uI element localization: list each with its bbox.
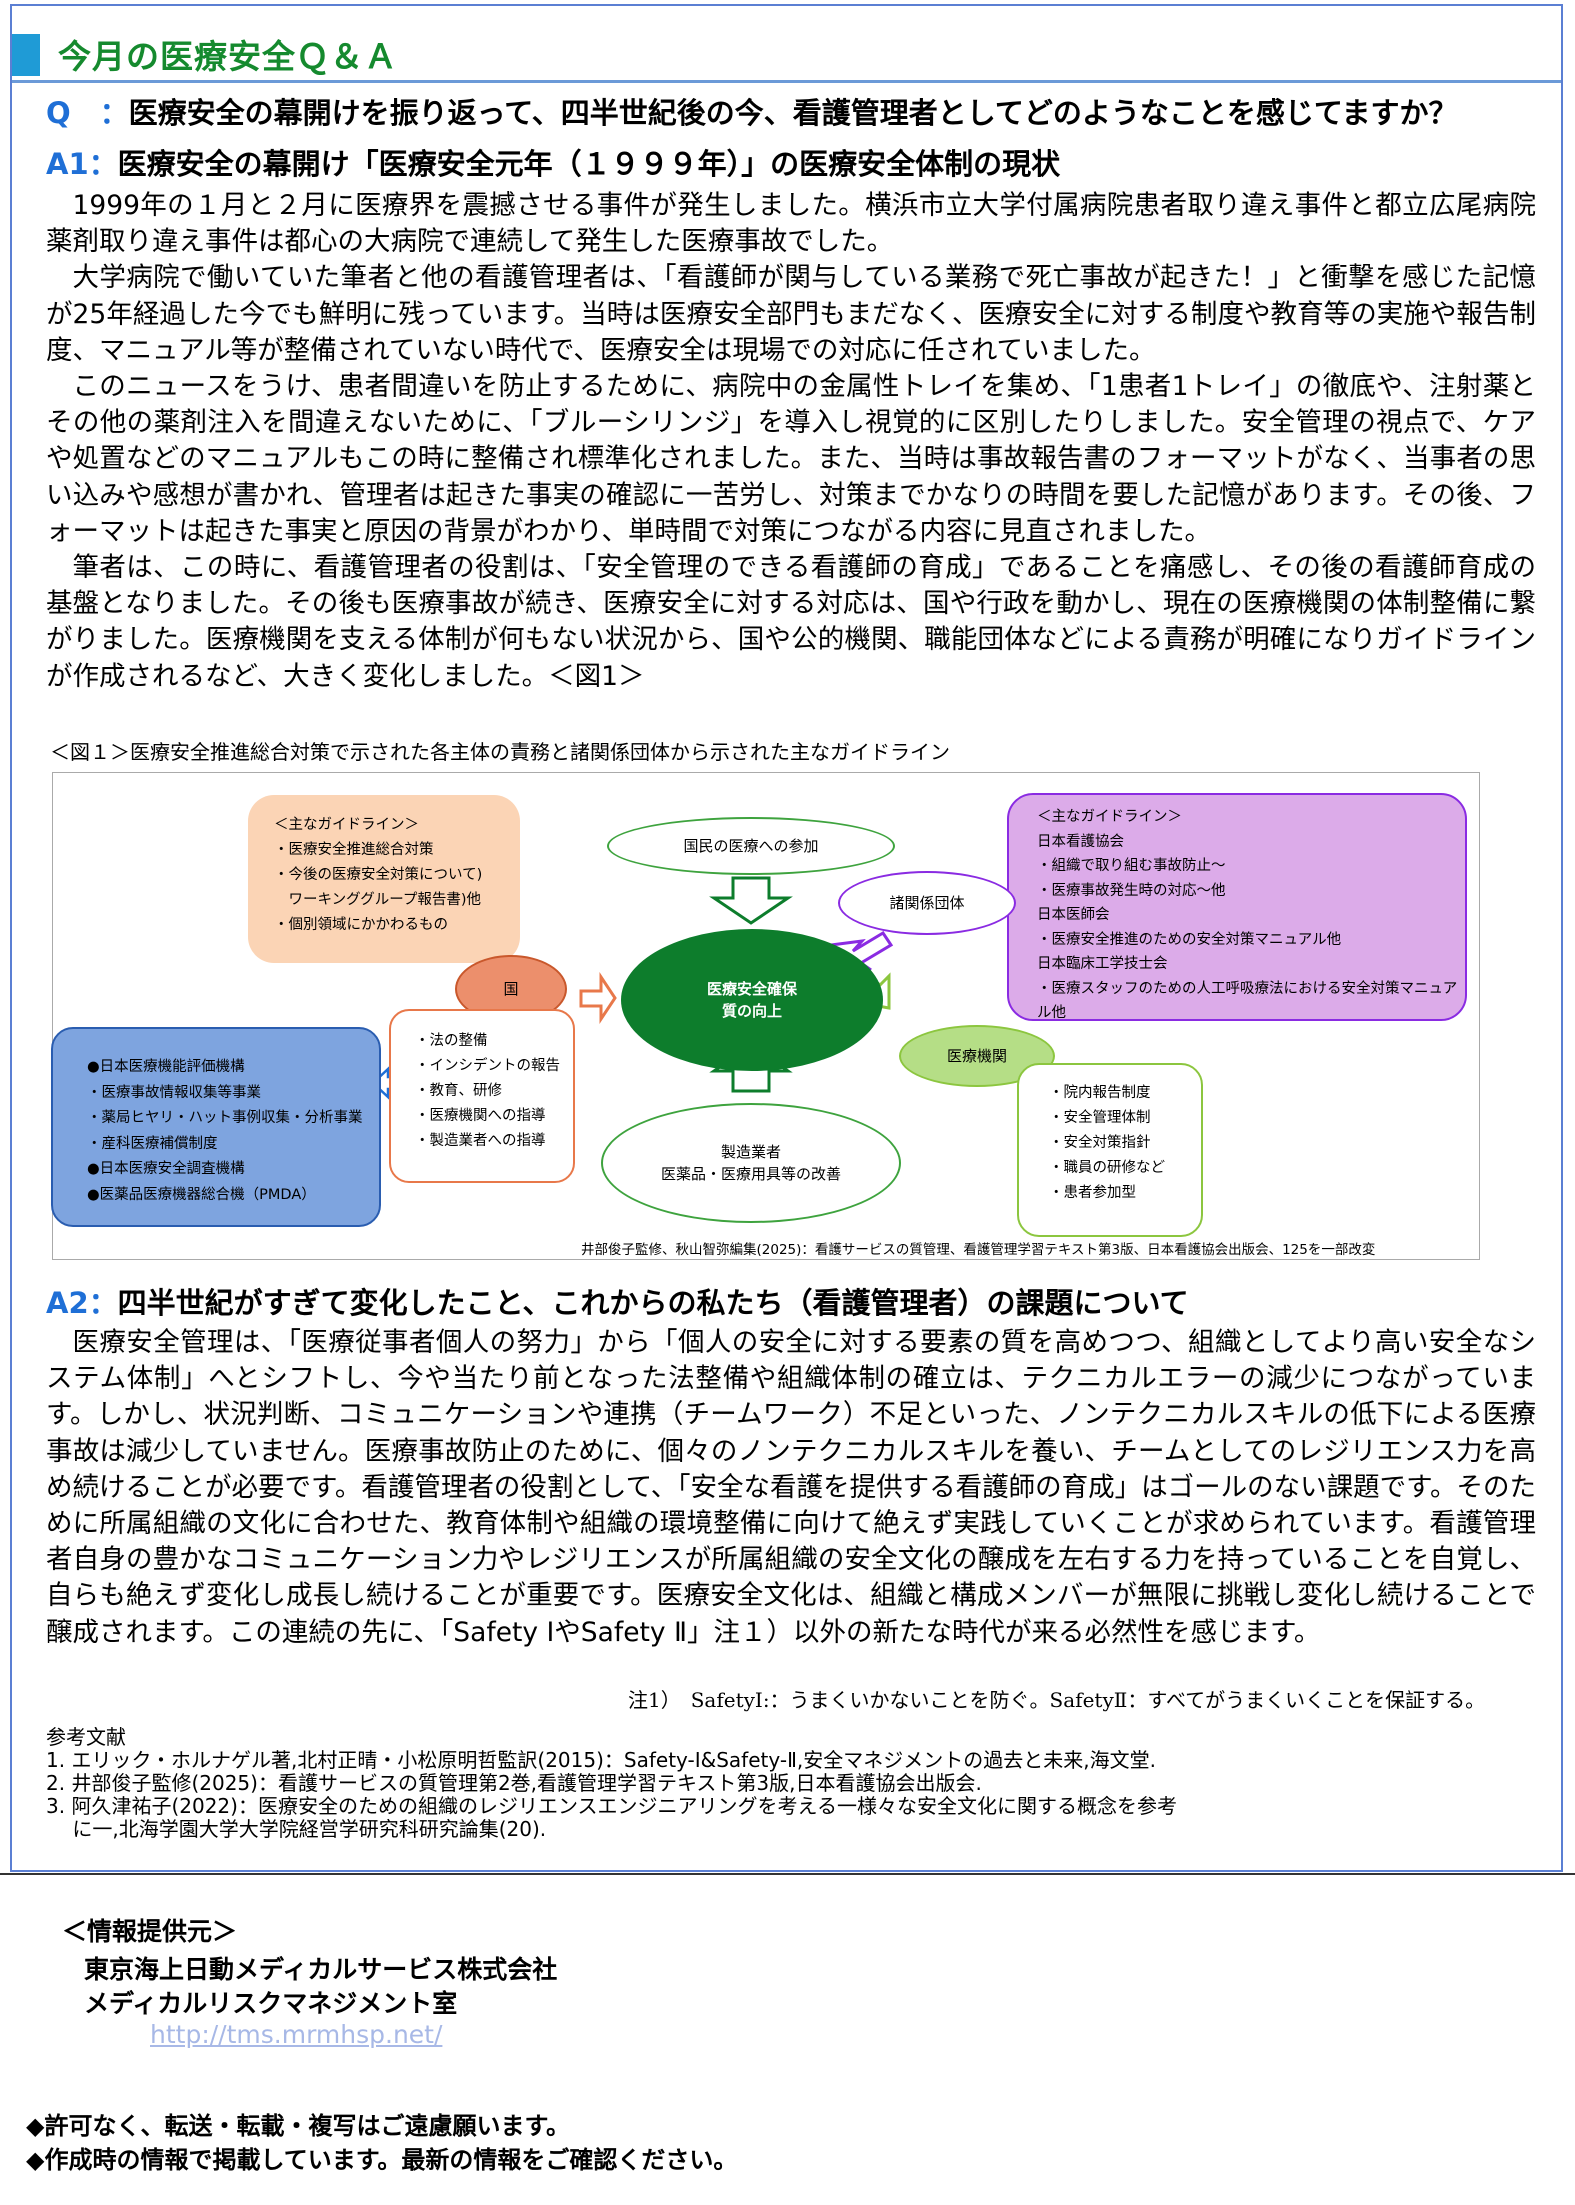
guideline-right-line: 日本臨床工学技士会 bbox=[1037, 956, 1168, 972]
citizen-participation-oval: 国民の医療への参加 bbox=[607, 817, 895, 875]
answer2-heading-line: A2：四半世紀がすぎて変化したこと、これからの私たち（看護管理者）の課題について bbox=[46, 1280, 1189, 1322]
answer1-paragraph: このニュースをうけ、患者間違いを防止するために、病院中の金属性トレイを集め、「1… bbox=[46, 371, 1536, 547]
guideline-right-line: ・組織で取り組む事故防止～ bbox=[1037, 858, 1226, 874]
medical-institutions-oval: 医療機関 bbox=[899, 1025, 1055, 1087]
answer2-body: 医療安全管理は、「医療従事者個人の努力」から「個人の安全に対する要素の質を高めつ… bbox=[46, 1325, 1536, 1651]
guideline-box-government: ＜主なガイドライン＞ ・医療安全推進総合対策 ・今後の医療安全対策について) ワ… bbox=[248, 795, 520, 963]
provider-company: 東京海上日動メディカルサービス株式会社 bbox=[84, 1955, 558, 1984]
guideline-right-line: ・医療事故発生時の対応～他 bbox=[1037, 882, 1226, 899]
country-duties-box: ・法の整備 ・インシデントの報告 ・教育、研修 ・医療機関への指導 ・製造業者へ… bbox=[389, 1009, 575, 1183]
manufacturer-line: 医薬品・医療用具等の改善 bbox=[660, 1165, 841, 1183]
notice-info-date: ◆作成時の情報で掲載しています。最新の情報をご確認ください。 bbox=[26, 2146, 738, 2174]
references: 参考文献 1. エリック・ホルナゲル著,北村正晴・小松原明哲監訳(2015)：S… bbox=[46, 1726, 1177, 1841]
country-duty-item: ・医療機関への指導 bbox=[415, 1108, 546, 1124]
agency-item: ・薬局ヒヤリ・ハット事例収集・分析事業 bbox=[87, 1110, 363, 1126]
center-line: 医療安全確保 bbox=[706, 980, 797, 998]
answer2-paragraph: 医療安全管理は、「医療従事者個人の努力」から「個人の安全に対する要素の質を高めつ… bbox=[46, 1327, 1536, 1648]
country-duty-item: ・製造業者への指導 bbox=[415, 1133, 546, 1149]
institution-duties-box: ・院内報告制度 ・安全管理体制 ・安全対策指針 ・職員の研修など ・患者参加型 bbox=[1017, 1063, 1203, 1237]
agency-item: ・産科医療補償制度 bbox=[87, 1135, 218, 1152]
guideline-right-line: 日本看護協会 bbox=[1037, 833, 1124, 850]
provider-department: メディカルリスクマネジメント室 bbox=[84, 1989, 458, 2018]
answer1-label: A1： bbox=[46, 147, 118, 181]
figure-1: ＜主なガイドライン＞ ・医療安全推進総合対策 ・今後の医療安全対策について) ワ… bbox=[51, 772, 1480, 1260]
agencies-box: ●日本医療機能評価機構 ・医療事故情報収集等事業 ・薬局ヒヤリ・ハット事例収集・… bbox=[51, 1027, 381, 1227]
answer1-body: 1999年の１月と２月に医療界を震撼させる事件が発生しました。横浜市立大学付属病… bbox=[46, 188, 1536, 695]
agency-item: ●日本医療安全調査機構 bbox=[87, 1161, 245, 1177]
reference-item: 2. 井部俊子監修(2025)：看護サービスの質管理第2巻,看護管理学習テキスト… bbox=[46, 1771, 982, 1795]
guideline-right-line: ＜主なガイドライン＞ bbox=[1037, 809, 1182, 825]
center-line: 質の向上 bbox=[721, 1002, 782, 1020]
guideline-right-line: ・医療安全推進のための安全対策マニュアル他 bbox=[1037, 931, 1342, 948]
answer2-heading: 四半世紀がすぎて変化したこと、これからの私たち（看護管理者）の課題について bbox=[117, 1286, 1189, 1320]
reference-item: に一,北海学園大学大学院経営学研究科研究論集(20). bbox=[46, 1817, 547, 1841]
answer2-label: A2： bbox=[46, 1286, 118, 1320]
institution-duty-item: ・安全対策指針 bbox=[1049, 1135, 1151, 1151]
institution-duty-item: ・院内報告制度 bbox=[1049, 1085, 1151, 1101]
arrow-right-icon bbox=[579, 972, 617, 1024]
agency-item: ●医薬品医療機器総合機（PMDA） bbox=[87, 1186, 316, 1203]
answer1-paragraph: 大学病院で働いていた筆者と他の看護管理者は、「看護師が関与している業務で死亡事故… bbox=[46, 262, 1536, 366]
guideline-left-line: ＜主なガイドライン＞ bbox=[274, 817, 419, 833]
footer-divider bbox=[0, 1873, 1575, 1875]
institution-duty-item: ・安全管理体制 bbox=[1049, 1110, 1151, 1126]
guideline-box-organizations: ＜主なガイドライン＞ 日本看護協会 ・組織で取り組む事故防止～ ・医療事故発生時… bbox=[1007, 793, 1467, 1021]
reference-item: 3. 阿久津祐子(2022)：医療安全のための組織のレジリエンスエンジニアリング… bbox=[46, 1794, 1177, 1818]
guideline-left-line: ・個別領域にかかわるもの bbox=[274, 917, 448, 933]
notice-no-reproduction: ◆許可なく、転送・転載・複写はご遠慮願います。 bbox=[26, 2112, 571, 2140]
question-label: Q ： bbox=[46, 96, 129, 130]
country-duty-item: ・インシデントの報告 bbox=[415, 1058, 560, 1074]
answer1-paragraph: 1999年の１月と２月に医療界を震撼させる事件が発生しました。横浜市立大学付属病… bbox=[46, 190, 1536, 258]
guideline-right-line: 日本医師会 bbox=[1037, 907, 1110, 923]
arrow-down-icon bbox=[709, 876, 793, 925]
guideline-right-line: ・医療スタッフのための人工呼吸療法における安全対策マニュアル他 bbox=[1037, 980, 1458, 1022]
title-accent-bar bbox=[12, 34, 40, 76]
figure-source: 井部俊子監修、秋山智弥編集(2025)：看護サービスの質管理、看護管理学習テキス… bbox=[581, 1242, 1376, 1258]
guideline-left-line: ・今後の医療安全対策について) bbox=[274, 867, 483, 883]
references-heading: 参考文献 bbox=[46, 1725, 126, 1749]
related-organizations-oval: 諸関係団体 bbox=[838, 871, 1016, 935]
country-duty-item: ・教育、研修 bbox=[415, 1083, 502, 1099]
answer1-heading-line: A1：医療安全の幕開け「医療安全元年（１９９９年）」の医療安全体制の現状 bbox=[46, 141, 1060, 183]
guideline-left-line: ・医療安全推進総合対策 bbox=[274, 842, 434, 858]
answer1-paragraph: 筆者は、この時に、看護管理者の役割は、「安全管理のできる看護師の育成」であること… bbox=[46, 552, 1536, 692]
agency-item: ・医療事故情報収集等事業 bbox=[87, 1084, 261, 1101]
center-safety-oval: 医療安全確保 質の向上 bbox=[621, 929, 883, 1071]
provider-url-link[interactable]: http://tms.mrmhsp.net/ bbox=[150, 2020, 443, 2049]
manufacturer-oval: 製造業者 医薬品・医療用具等の改善 bbox=[601, 1103, 901, 1223]
agency-item: ●日本医療機能評価機構 bbox=[87, 1059, 245, 1075]
institution-duty-item: ・職員の研修など bbox=[1049, 1160, 1165, 1176]
answer1-heading: 医療安全の幕開け「医療安全元年（１９９９年）」の医療安全体制の現状 bbox=[117, 147, 1061, 181]
page-frame bbox=[10, 4, 1563, 1872]
title-underline bbox=[12, 80, 1561, 83]
institution-duty-item: ・患者参加型 bbox=[1049, 1185, 1136, 1201]
figure-caption: ＜図１＞医療安全推進総合対策で示された各主体の責務と諸関係団体から示された主なガ… bbox=[50, 740, 950, 764]
page-title: 今月の医療安全Ｑ＆Ａ bbox=[58, 37, 398, 76]
guideline-left-line: ワーキンググループ報告書)他 bbox=[274, 892, 482, 908]
provider-label: ＜情報提供元＞ bbox=[62, 1917, 238, 1946]
safety-footnote: 注1） SafetyⅠ:：うまくいかないことを防ぐ。SafetyⅡ：すべてがうま… bbox=[628, 1688, 1486, 1712]
country-duty-item: ・法の整備 bbox=[415, 1033, 488, 1049]
reference-item: 1. エリック・ホルナゲル著,北村正晴・小松原明哲監訳(2015)：Safety… bbox=[46, 1748, 1156, 1772]
question-text: 医療安全の幕開けを振り返って、四半世紀後の今、看護管理者としてどのようなことを感… bbox=[128, 96, 1458, 130]
question-line: Q ：医療安全の幕開けを振り返って、四半世紀後の今、看護管理者としてどのようなこ… bbox=[46, 90, 1457, 132]
manufacturer-line: 製造業者 bbox=[720, 1143, 781, 1161]
